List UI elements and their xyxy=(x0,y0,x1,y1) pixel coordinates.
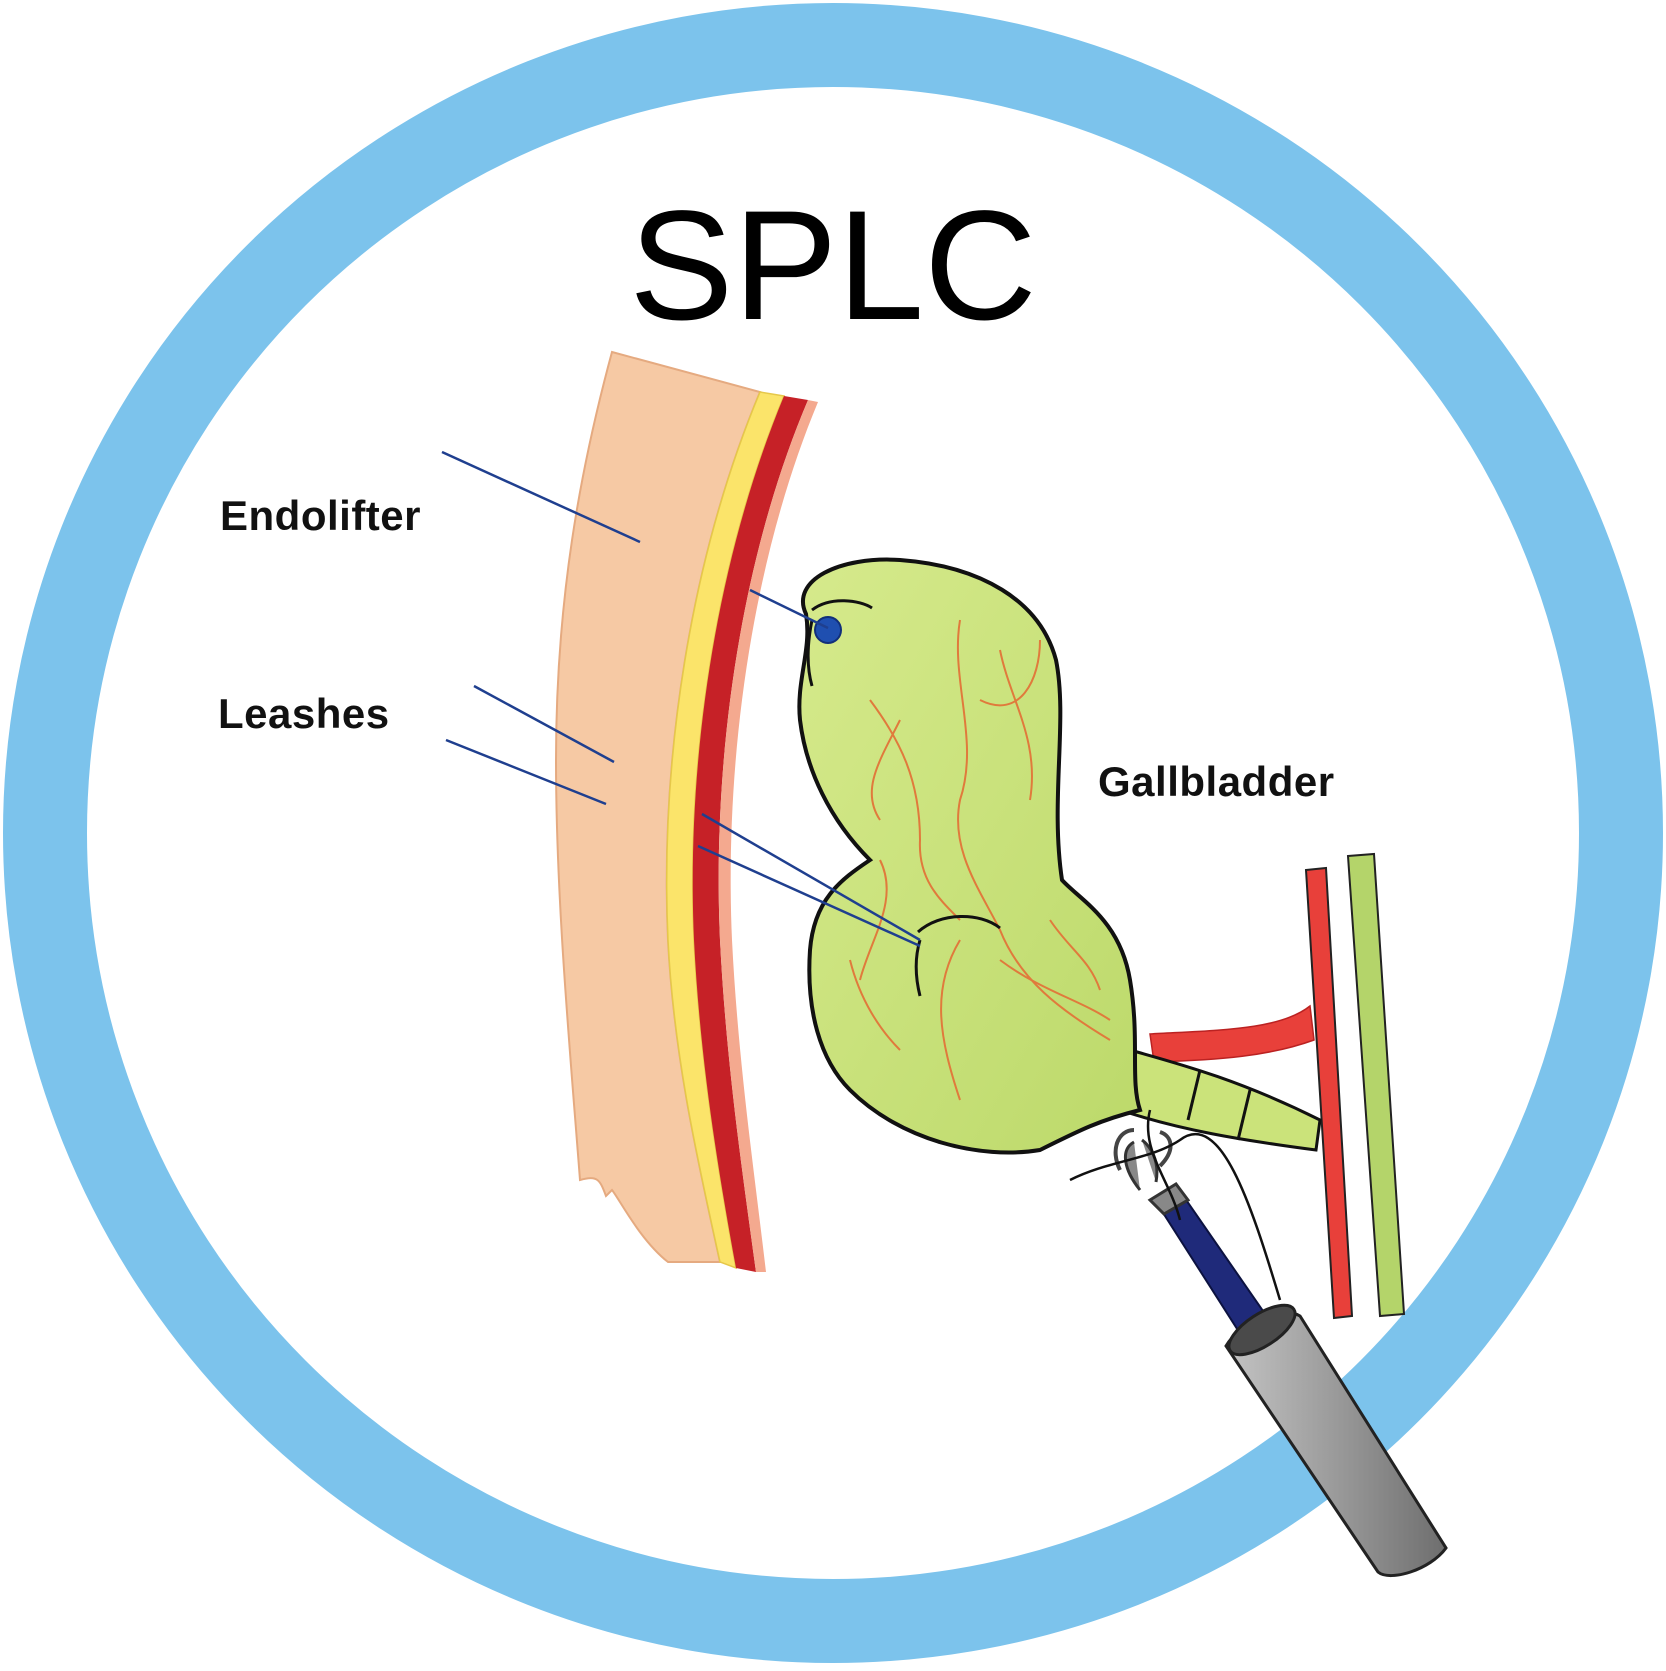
peritoneum-layer xyxy=(718,400,818,1272)
stitch-top xyxy=(811,599,873,612)
suture-thread xyxy=(1069,1132,1282,1301)
gallbladder-veins xyxy=(849,619,1111,1101)
endolifter-tip xyxy=(814,616,842,644)
trocar-opening xyxy=(1227,1303,1297,1357)
cystic-duct xyxy=(1118,1048,1322,1152)
stitch-top-left xyxy=(806,619,814,687)
suture-lines xyxy=(441,450,921,948)
endolifter-suture-outer xyxy=(441,450,641,544)
cystic-artery xyxy=(1149,1004,1315,1063)
suture-thread-2 xyxy=(1146,1109,1182,1221)
artery-vessel xyxy=(1304,866,1354,1320)
blue-ring xyxy=(3,3,1663,1663)
leash-2-outer xyxy=(445,738,607,806)
leash-2-inner xyxy=(697,844,921,948)
endolifter-label: Endolifter xyxy=(220,492,421,539)
leashes-label: Leashes xyxy=(218,690,390,737)
duct-tie-2 xyxy=(1236,1089,1252,1141)
leash-1-outer xyxy=(473,684,615,764)
diagram-title: SPLC xyxy=(629,179,1037,353)
leash-1-inner xyxy=(701,812,921,942)
stitch-mid xyxy=(916,915,1001,934)
gallbladder-organ xyxy=(797,557,1322,1155)
vein-vessel xyxy=(1346,852,1406,1318)
gallbladder-body xyxy=(797,557,1143,1155)
vessels xyxy=(1149,852,1406,1320)
abdominal-wall xyxy=(554,350,818,1272)
endolifter-suture-inner xyxy=(749,588,829,630)
duct-tie-1 xyxy=(1186,1069,1202,1121)
gallbladder-label: Gallbladder xyxy=(1098,758,1335,805)
laparoscopic-instrument xyxy=(1069,1109,1448,1577)
muscle-layer xyxy=(692,396,808,1272)
